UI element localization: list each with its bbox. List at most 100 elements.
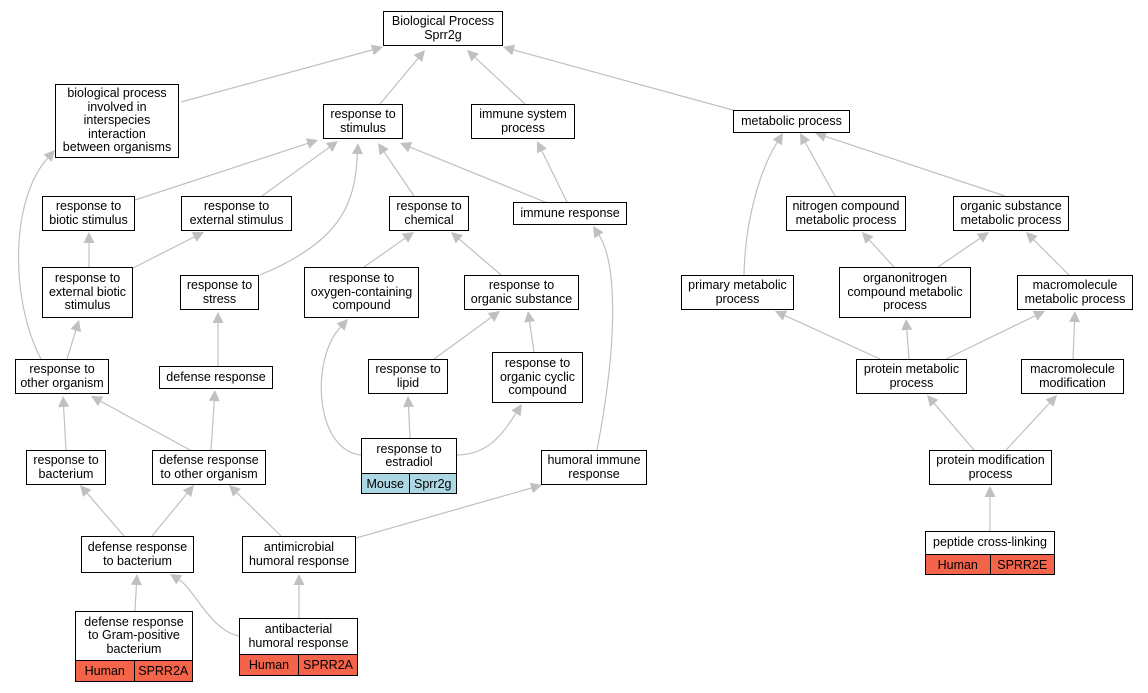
arrowhead-icon	[503, 44, 516, 56]
arrowhead-icon	[191, 232, 204, 242]
node-response-to-oxygen-containing-compound[interactable]: response to oxygen-containing compound	[304, 267, 419, 318]
node-response-to-external-stimulus[interactable]: response to external stimulus	[181, 196, 292, 231]
gene-label: SPRR2E	[989, 555, 1054, 574]
edge-protein_met-to-primary_met	[784, 315, 881, 360]
edge-resp_biotic-to-resp_stimulus	[134, 142, 308, 201]
node-response-to-bacterium[interactable]: response to bacterium	[26, 450, 106, 485]
edge-organic_substance_met-to-metabolic_process	[825, 135, 1006, 197]
edge-immune_response-to-immune_system_process	[541, 150, 568, 203]
edge-resp_estradiol-to-resp_organic_cyclic	[456, 412, 517, 456]
edge-resp_other_org-to-interspecies	[17, 157, 49, 360]
arrowhead-icon	[400, 142, 413, 153]
node-response-to-stimulus[interactable]: response to stimulus	[323, 104, 403, 139]
arrowhead-icon	[182, 485, 194, 497]
node-antibacterial-humoral-response[interactable]: antibacterial humoral response	[239, 618, 358, 655]
arrowhead-icon	[772, 133, 783, 146]
node-organic-substance-metabolic-process[interactable]: organic substance metabolic process	[953, 196, 1069, 231]
edge-resp_organic_substance-to-resp_chemical	[458, 238, 502, 276]
edge-resp_chemical-to-resp_stimulus	[383, 151, 415, 197]
node-immune-response[interactable]: immune response	[513, 202, 627, 225]
species-label: Human	[240, 655, 298, 675]
arrowhead-icon	[212, 312, 224, 323]
node-peptide-cross-linking[interactable]: peptide cross-linking	[925, 531, 1055, 555]
node-response-to-estradiol[interactable]: response to estradiol	[361, 438, 457, 474]
species-label: Mouse	[362, 474, 409, 493]
edge-defense_other_org-to-defense_response	[210, 400, 215, 451]
edge-resp_estradiol-to-resp_lipid	[407, 406, 411, 439]
arrowhead-icon	[43, 150, 55, 162]
node-response-to-chemical[interactable]: response to chemical	[389, 196, 469, 231]
node-defense-response[interactable]: defense response	[159, 366, 273, 389]
node-immune-system-process[interactable]: immune system process	[471, 104, 575, 139]
node-nitrogen-compound-metabolic-process[interactable]: nitrogen compound metabolic process	[786, 196, 906, 231]
node-antimicrobial-humoral-response[interactable]: antimicrobial humoral response	[242, 536, 356, 573]
node-primary-metabolic-process[interactable]: primary metabolic process	[681, 275, 794, 310]
node-defense-response-to-bacterium[interactable]: defense response to bacterium	[81, 536, 194, 573]
node-protein-metabolic-process[interactable]: protein metabolic process	[856, 359, 967, 394]
node-humoral-immune-response[interactable]: humoral immune response	[541, 450, 647, 485]
arrowhead-icon	[70, 320, 82, 333]
node-biological-process-root[interactable]: Biological Process Sprr2g	[383, 11, 503, 46]
node-interspecies-interaction[interactable]: biological process involved in interspec…	[55, 84, 179, 158]
node-response-to-external-biotic-stimulus[interactable]: response to external biotic stimulus	[42, 267, 133, 318]
edge-resp_estradiol-to-resp_oxygen	[320, 326, 362, 456]
arrowhead-icon	[370, 44, 383, 56]
edge-protein_met-to-organonitrogen	[906, 329, 910, 360]
edge-resp_ext_biotic-to-resp_external	[132, 236, 195, 269]
node-response-to-stress[interactable]: response to stress	[180, 275, 259, 310]
edge-resp_oxygen-to-resp_chemical	[363, 237, 406, 268]
arrowhead-icon	[593, 226, 604, 239]
node-macromolecule-metabolic-process[interactable]: macromolecule metabolic process	[1017, 275, 1133, 310]
arrowhead-icon	[208, 390, 220, 402]
edge-metabolic_process-to-root	[513, 49, 741, 113]
edge-defense_bacterium-to-resp_bacterium	[86, 492, 125, 537]
arrowhead-icon	[1032, 310, 1045, 321]
arrowhead-icon	[83, 232, 95, 243]
arrowhead-icon	[1069, 311, 1081, 323]
arrowhead-icon	[80, 485, 92, 497]
node-protein-modification-process[interactable]: protein modification process	[929, 450, 1052, 485]
arrowhead-icon	[529, 482, 542, 494]
edge-defense_bacterium-to-defense_other_org	[151, 493, 188, 537]
edge-protein_mod-to-macromolecule_mod	[1005, 402, 1050, 451]
arrowhead-icon	[170, 574, 183, 585]
arrowhead-icon	[536, 141, 547, 154]
arrowhead-icon	[351, 143, 363, 155]
edge-organonitrogen-to-organic_substance_met	[937, 237, 981, 268]
edge-interspecies-to-root	[180, 49, 373, 103]
arrowhead-icon	[229, 485, 241, 497]
node-metabolic-process[interactable]: metabolic process	[733, 110, 850, 133]
edge-defense_other_org-to-resp_other_org	[100, 400, 191, 451]
arrowhead-icon	[401, 232, 414, 243]
edge-resp_other_org-to-resp_ext_biotic	[66, 330, 77, 360]
node-defense-response-to-other-organism[interactable]: defense response to other organism	[152, 450, 266, 485]
arrowhead-icon	[305, 138, 318, 149]
arrowhead-icon	[336, 319, 348, 331]
node-response-to-lipid[interactable]: response to lipid	[368, 359, 448, 394]
arrowhead-icon	[927, 395, 939, 407]
arrowhead-icon	[511, 404, 522, 417]
arrowhead-icon	[524, 311, 536, 323]
arrowhead-icon	[1026, 232, 1038, 244]
node-defense-response-to-gram-positive-bacterium[interactable]: defense response to Gram-positive bacter…	[75, 611, 193, 661]
annotation-row-peptide-cross-linking: Human SPRR2E	[925, 554, 1055, 575]
edge-immune_system_process-to-root	[474, 57, 526, 105]
edge-antibacterial_humoral-to-defense_bacterium	[178, 579, 240, 637]
arrowhead-icon	[800, 133, 811, 146]
node-organonitrogen-compound-metabolic-process[interactable]: organonitrogen compound metabolic proces…	[839, 267, 971, 318]
arrowhead-icon	[775, 310, 788, 321]
gene-label: SPRR2A	[133, 661, 192, 681]
edge-resp_organic_cyclic-to-resp_organic_substance	[528, 321, 535, 353]
arrowhead-icon	[901, 319, 913, 331]
node-macromolecule-modification[interactable]: macromolecule modification	[1021, 359, 1124, 394]
node-response-to-biotic-stimulus[interactable]: response to biotic stimulus	[42, 196, 135, 231]
edge-protein_met-to-macromolecule_met	[945, 315, 1036, 360]
edge-defense_gram_pos-to-defense_bacterium	[134, 584, 138, 612]
edge-humoral_immune-to-immune_response	[596, 234, 614, 451]
node-response-to-other-organism[interactable]: response to other organism	[15, 359, 109, 394]
edge-resp_external-to-resp_stimulus	[261, 146, 330, 197]
node-response-to-organic-cyclic-compound[interactable]: response to organic cyclic compound	[492, 352, 583, 403]
edge-resp_lipid-to-resp_organic_substance	[433, 316, 492, 360]
node-response-to-organic-substance[interactable]: response to organic substance	[464, 275, 579, 310]
